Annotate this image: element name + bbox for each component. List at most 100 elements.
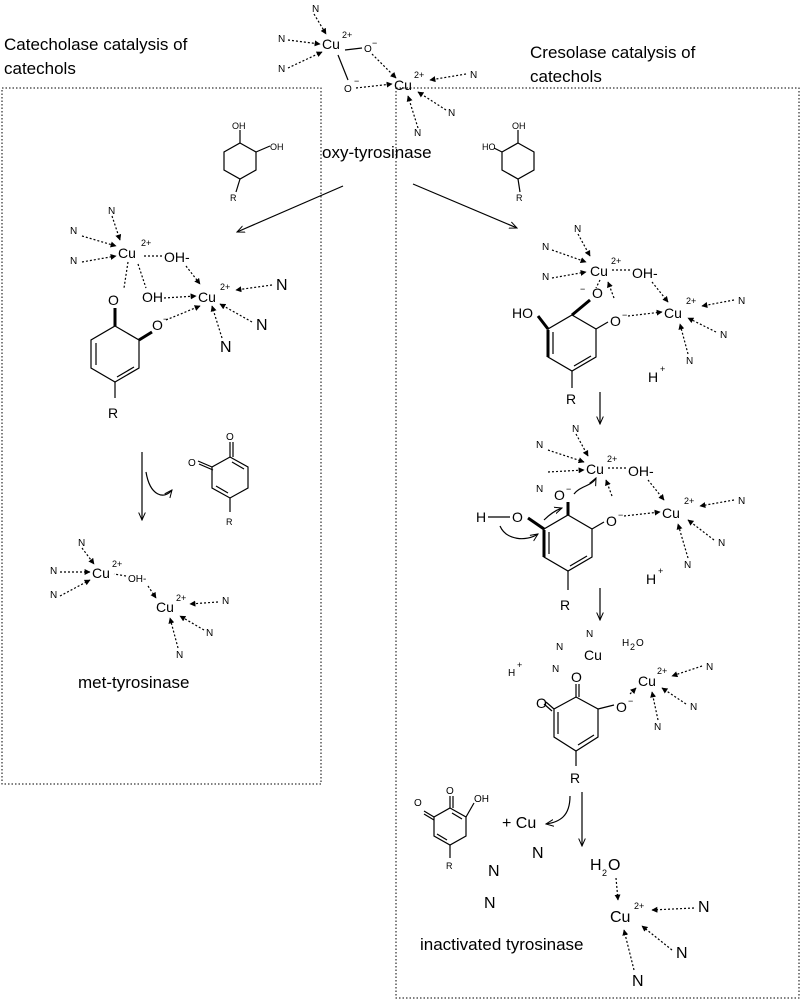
minus-sign: − — [628, 696, 633, 706]
oh-label: OH — [474, 794, 489, 805]
oh-minus-label: OH- — [128, 574, 146, 585]
oh-label: OH — [232, 121, 246, 131]
minus-sign: − — [372, 38, 377, 48]
n-atom: N — [556, 642, 563, 653]
oh-label: OH — [270, 142, 284, 152]
o-atom: O — [571, 669, 582, 685]
minus-sign: − — [622, 310, 627, 320]
n-atom: N — [738, 496, 745, 507]
right-section-title-1: Cresolase catalysis of — [530, 43, 696, 62]
n-atom: N — [222, 596, 229, 607]
charge-label: 2+ — [684, 496, 694, 506]
o-atom: O — [188, 458, 196, 469]
oh-label: OH — [512, 121, 526, 131]
o-atom: O — [616, 699, 627, 715]
n-atom: N — [706, 662, 713, 673]
charge-label: 2+ — [414, 70, 424, 80]
n-atom: N — [690, 702, 697, 713]
n-atom: N — [414, 128, 421, 139]
cresolase-frame — [395, 87, 800, 999]
n-atom: N — [720, 330, 727, 341]
charge-label: 2+ — [611, 256, 621, 266]
n-atom: N — [484, 895, 496, 912]
charge-label: 2+ — [686, 296, 696, 306]
n-atom: N — [542, 242, 549, 253]
minus-sign: − — [354, 76, 359, 86]
r-label: R — [108, 405, 118, 421]
n-atom: N — [552, 664, 559, 675]
right-section-title-2: catechols — [530, 67, 602, 86]
cu-atom: Cu — [156, 599, 174, 615]
h2o-o: O — [636, 638, 644, 649]
charge-label: + — [517, 660, 522, 670]
r-label: R — [516, 193, 523, 203]
minus-sign: − — [580, 284, 585, 294]
h-plus: H — [646, 571, 656, 587]
o-atom: O — [592, 285, 603, 301]
r-label: R — [230, 193, 237, 203]
n-atom: N — [278, 64, 285, 75]
o-atom: O — [226, 432, 234, 443]
h-plus: H — [508, 668, 515, 679]
quinone-product-right: O O OH R — [414, 786, 489, 871]
n-atom: N — [572, 424, 579, 435]
o-atom: O — [512, 509, 523, 525]
inactivated-tyrosinase-complex: H 2 O Cu 2+ N N N — [590, 857, 710, 990]
n-atom: N — [70, 256, 77, 267]
left-section-title-2: catechols — [4, 59, 76, 78]
oxy-tyrosinase-complex: Cu 2+ N N N O − O − Cu 2+ N N N — [278, 4, 477, 139]
n-atom: N — [632, 973, 644, 990]
n-atom: N — [542, 272, 549, 283]
n-atom: N — [686, 356, 693, 367]
charge-label: 2+ — [657, 666, 667, 676]
n-atom: N — [574, 224, 581, 235]
inactivated-tyrosinase-label: inactivated tyrosinase — [420, 935, 583, 954]
plus-cu-label: + Cu — [502, 815, 536, 832]
cu-atom: Cu — [664, 305, 682, 321]
charge-label: + — [658, 566, 663, 576]
charge-label: 2+ — [634, 901, 644, 911]
charge-label: 2+ — [141, 238, 151, 248]
o-atom: O — [364, 44, 372, 55]
cu-atom: Cu — [586, 461, 604, 477]
n-atom: N — [206, 628, 213, 639]
reaction-arrow-right — [412, 183, 517, 228]
h2o-subscript: 2 — [602, 868, 607, 878]
minus-sign: − — [566, 484, 571, 494]
ho-label: HO — [482, 142, 496, 152]
n-atom: N — [718, 538, 725, 549]
h2o-h: H — [622, 638, 629, 649]
cresolase-intermediate-2: N N N Cu 2+ OH- O − O − Cu 2+ N N N O H — [476, 424, 745, 613]
n-atom: N — [50, 566, 57, 577]
n-atom: N — [698, 899, 710, 916]
n-atom: N — [312, 4, 319, 15]
cu-atom: Cu — [638, 673, 656, 689]
h2o-subscript: 2 — [630, 642, 635, 652]
n-atom: N — [532, 845, 544, 862]
charge-label: 2+ — [112, 559, 122, 569]
cresolase-intermediate-1: N N N Cu 2+ OH- O − O − Cu 2+ N N N HO — [512, 224, 745, 407]
o-atom: O — [414, 798, 422, 809]
charge-label: 2+ — [176, 593, 186, 603]
h-plus: H — [648, 369, 658, 385]
r-label: R — [446, 861, 453, 871]
charge-label: 2+ — [607, 454, 617, 464]
reaction-arrow-left — [237, 185, 344, 232]
quinone-product-left: O O R — [188, 432, 249, 527]
curved-arrow — [145, 471, 172, 495]
r-label: R — [566, 391, 576, 407]
h-atom: H — [476, 509, 486, 525]
cu-atom: Cu — [92, 565, 110, 581]
left-section-title-1: Catecholase catalysis of — [4, 35, 188, 54]
charge-label: 2+ — [342, 30, 352, 40]
catecholase-intermediate: N N N Cu 2+ OH- O OH Cu 2+ N N N O − R — [70, 206, 288, 421]
n-atom: N — [654, 722, 661, 733]
r-label: R — [560, 597, 570, 613]
n-atom: N — [220, 339, 232, 356]
r-label: R — [226, 517, 233, 527]
cu-atom: Cu — [322, 36, 340, 52]
o-atom: O — [536, 695, 547, 711]
n-atom: N — [50, 590, 57, 601]
